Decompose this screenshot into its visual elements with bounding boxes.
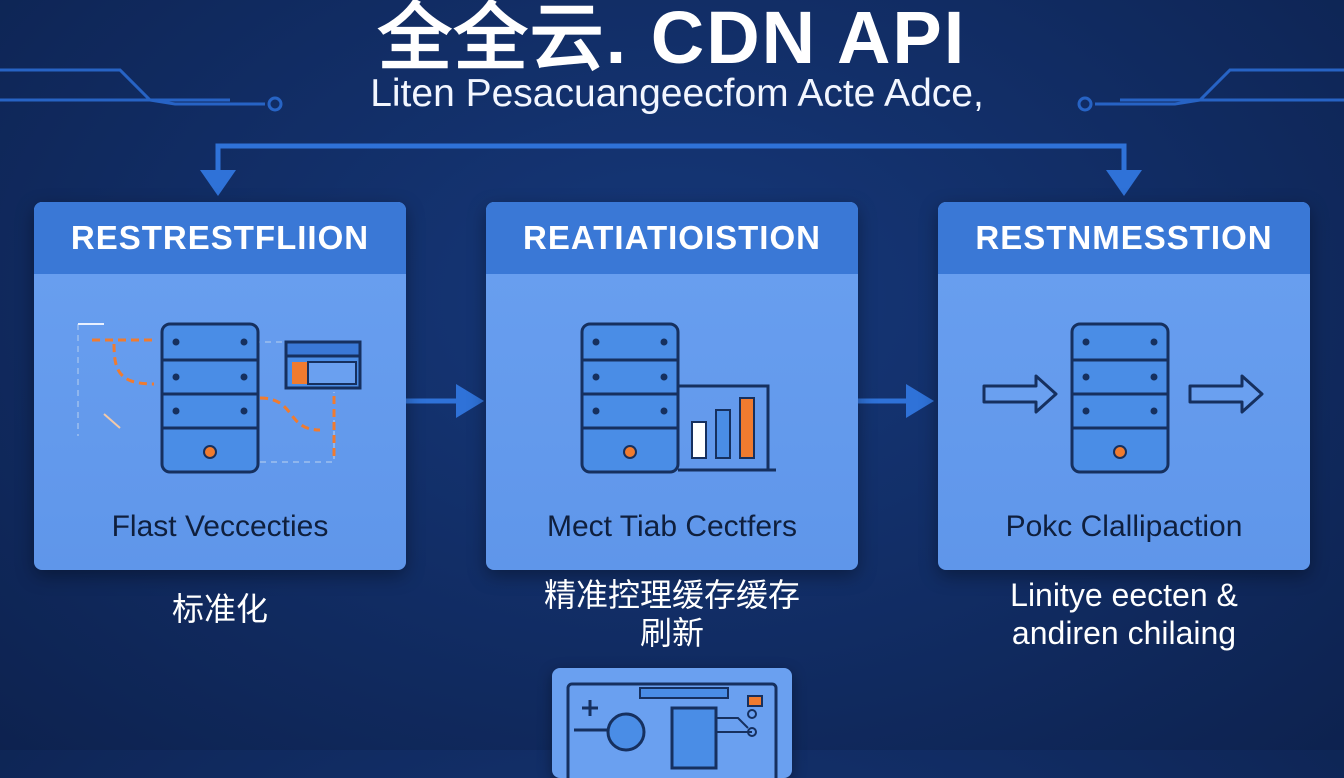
card-3-footer: Pokc Clallipaction (1005, 510, 1243, 543)
card-realization: REATIATIOISTION Mect Tiab Cectfers (486, 202, 858, 570)
card-2-caption: 精准控理缓存缓存 刷新 (543, 577, 800, 651)
server-routing-icon (77, 322, 362, 474)
bar-chart-icon (678, 384, 776, 472)
circuit-node-left (267, 96, 283, 112)
window-panel-icon (284, 340, 362, 390)
circuit-node-right (1077, 96, 1093, 112)
card-2-header: REATIATIOISTION (486, 202, 858, 274)
circuit-line-right-2 (1095, 98, 1344, 106)
page-subtitle: Liten Pesacuangeecfom Acte Adce, (370, 72, 984, 115)
server-arrows-icon (982, 322, 1264, 474)
server-icon (580, 322, 680, 474)
circuit-line-left-2 (0, 98, 265, 106)
circuit-line-left-1 (0, 68, 230, 102)
card-2-footer: Mect Tiab Cectfers (546, 510, 798, 543)
card-1-footer: Flast Veccecties (111, 510, 329, 543)
arrow-head-2-3 (906, 384, 934, 418)
arrow-down-left (200, 170, 236, 196)
server-icon (1070, 322, 1170, 474)
card-restfulness: RESTRESTFLIION (34, 202, 406, 570)
arrow-head-1-2 (456, 384, 484, 418)
card-1-header: RESTRESTFLIION (34, 202, 406, 274)
circuit-chip-icon (566, 682, 778, 778)
server-chart-icon (580, 322, 776, 474)
top-connector-line (215, 143, 1127, 172)
arrow-right-icon (982, 374, 1058, 414)
card-1-caption: 标准化 (171, 591, 268, 627)
arrow-right-icon (1188, 374, 1264, 414)
arrow-down-right (1106, 170, 1142, 196)
circuit-line-right-1 (1120, 68, 1344, 102)
background-circuit (0, 68, 1344, 418)
card-3-header: RESTNMESSTION (938, 202, 1310, 274)
card-restnmesstion: RESTNMESSTION Pokc Clallipaction (938, 202, 1310, 570)
page-title: 全全云. CDN API (377, 0, 967, 79)
card-3-caption: Linitye eecten & andiren chilaing (1010, 577, 1238, 651)
server-icon (160, 322, 260, 474)
bottom-module-box (552, 668, 792, 778)
